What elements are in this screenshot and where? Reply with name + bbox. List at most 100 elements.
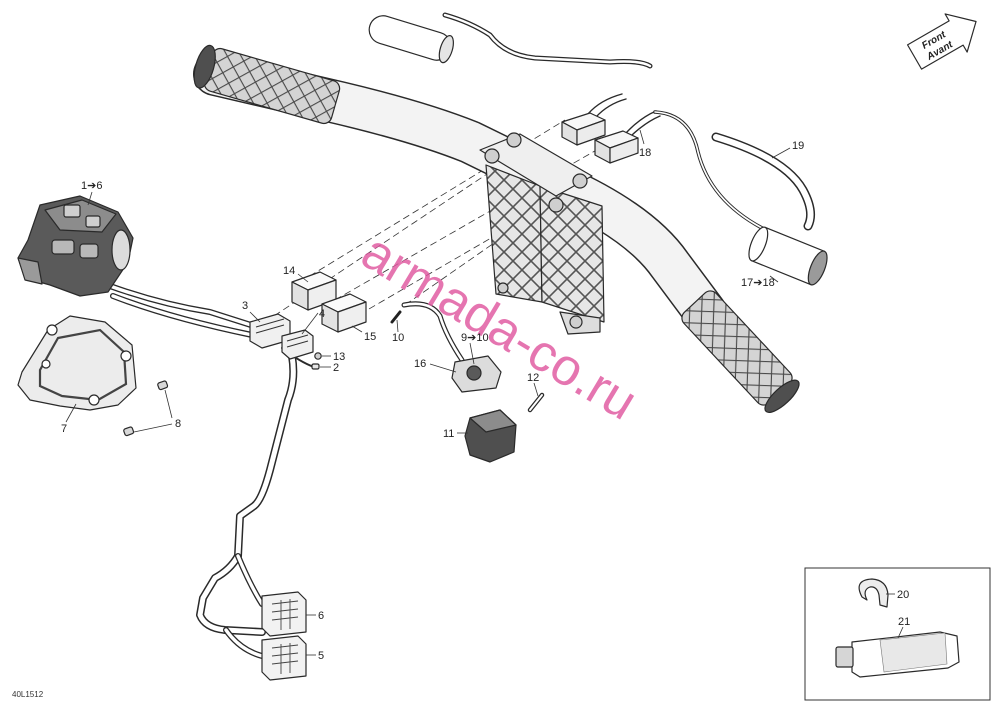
- tube-cap: [835, 646, 854, 668]
- switch-button: [85, 215, 101, 228]
- screws-8: [123, 380, 169, 437]
- connector-4-pins: [286, 334, 309, 348]
- callout-10[interactable]: 10: [392, 332, 404, 344]
- pin-12-body: [529, 394, 543, 411]
- right-grip-end-cap: [764, 379, 800, 413]
- tube-label-band: [879, 632, 948, 673]
- callout-12[interactable]: 12: [527, 372, 539, 384]
- consumables-inset: [804, 567, 991, 701]
- callout-17-18[interactable]: 17➔18: [741, 277, 775, 289]
- switch-cover-7: [17, 315, 137, 411]
- sensor-16: [401, 301, 502, 393]
- leader-line: [249, 311, 261, 323]
- connector-6-pins: [271, 599, 299, 630]
- tube-21: [835, 631, 960, 678]
- switch-button: [63, 204, 81, 218]
- harness-branch: [236, 554, 264, 606]
- connector-5-body: [261, 635, 307, 681]
- callout-21[interactable]: 21: [898, 616, 910, 628]
- callout-14[interactable]: 14: [283, 265, 295, 277]
- sensor-element: [466, 365, 482, 381]
- connector-3-pins: [255, 318, 285, 334]
- connector-6: [261, 591, 307, 637]
- sensor-wire: [654, 111, 763, 229]
- callout-13[interactable]: 13: [333, 351, 345, 363]
- dashed-line: [404, 199, 557, 306]
- connector-5: [261, 635, 307, 681]
- callout-5[interactable]: 5: [318, 650, 324, 662]
- riser-bolt: [569, 315, 583, 329]
- leader-line: [769, 275, 779, 283]
- harness-wire: [108, 284, 256, 328]
- heating-element-sleeve: [368, 15, 454, 64]
- leader-lines: [65, 129, 904, 656]
- callout-9-10[interactable]: 9➔10: [461, 332, 489, 344]
- leader-line: [133, 389, 173, 433]
- cover-mount-hole: [41, 359, 51, 369]
- cover-mount-hole: [88, 394, 100, 406]
- left-grip: [193, 44, 341, 125]
- callout-16[interactable]: 16: [414, 358, 426, 370]
- leader-line: [351, 325, 363, 333]
- callout-7[interactable]: 7: [61, 423, 67, 435]
- sensor-16-wire: [402, 302, 464, 362]
- callout-2[interactable]: 2: [333, 362, 339, 374]
- left-grip-end-cap: [193, 44, 216, 89]
- screw: [157, 380, 169, 391]
- terminal-2: [311, 363, 320, 370]
- callout-3[interactable]: 3: [242, 300, 248, 312]
- direction-arrow-shape: [906, 13, 977, 70]
- terminal-10-body: [390, 310, 402, 324]
- connector-3: [249, 313, 291, 349]
- heating-element-body: [368, 15, 452, 61]
- terminal-10: [390, 310, 402, 324]
- sleeve-right-end: [807, 250, 828, 286]
- heating-element-top: [368, 12, 653, 69]
- heating-element-end: [438, 35, 454, 64]
- connector-15: [321, 293, 367, 333]
- wiring-harness: [107, 283, 315, 659]
- block-11-top-face: [469, 409, 517, 433]
- connector-18-a: [561, 112, 606, 146]
- callout-1-6[interactable]: 1➔6: [81, 180, 102, 192]
- leader-line: [533, 382, 539, 397]
- callout-18[interactable]: 18: [639, 147, 651, 159]
- callout-8[interactable]: 8: [175, 418, 181, 430]
- inset-frame: [804, 567, 991, 701]
- leader-line: [771, 147, 791, 159]
- callout-15[interactable]: 15: [364, 331, 376, 343]
- riser-bolt: [572, 173, 588, 189]
- connector-side-face: [337, 301, 367, 333]
- callout-19[interactable]: 19: [792, 140, 804, 152]
- switch-housing: [17, 195, 134, 297]
- leader-line: [301, 312, 319, 335]
- callout-4[interactable]: 4: [319, 308, 325, 320]
- connector-6-body: [261, 591, 307, 637]
- switch-grip-opening: [111, 229, 131, 271]
- connector-18-b: [594, 130, 639, 164]
- riser-right-plate: [539, 185, 605, 323]
- callout-20[interactable]: 20: [897, 589, 909, 601]
- cover-mount-hole: [120, 350, 132, 362]
- leader-line: [65, 403, 77, 423]
- screw-13: [314, 352, 322, 360]
- sleeve-left-end: [748, 226, 769, 262]
- clip-20: [858, 578, 889, 608]
- leader-line: [469, 342, 475, 365]
- harness-wire: [111, 294, 254, 337]
- harness-branch: [224, 628, 264, 658]
- connector-side-face: [609, 137, 639, 164]
- heating-element-wire: [443, 13, 652, 68]
- callout-11[interactable]: 11: [443, 428, 454, 440]
- pin-12: [527, 392, 545, 413]
- block-11: [464, 409, 517, 463]
- callout-6[interactable]: 6: [318, 610, 324, 622]
- connectors-18: [561, 93, 661, 164]
- riser-bolt: [506, 132, 522, 148]
- callouts: 1➔6 3 4 13 2 7 8 14 15 10 9➔10 16 12 11 …: [61, 140, 910, 662]
- screw: [123, 426, 135, 437]
- connector-side-face: [576, 119, 606, 146]
- switch-button: [51, 239, 75, 255]
